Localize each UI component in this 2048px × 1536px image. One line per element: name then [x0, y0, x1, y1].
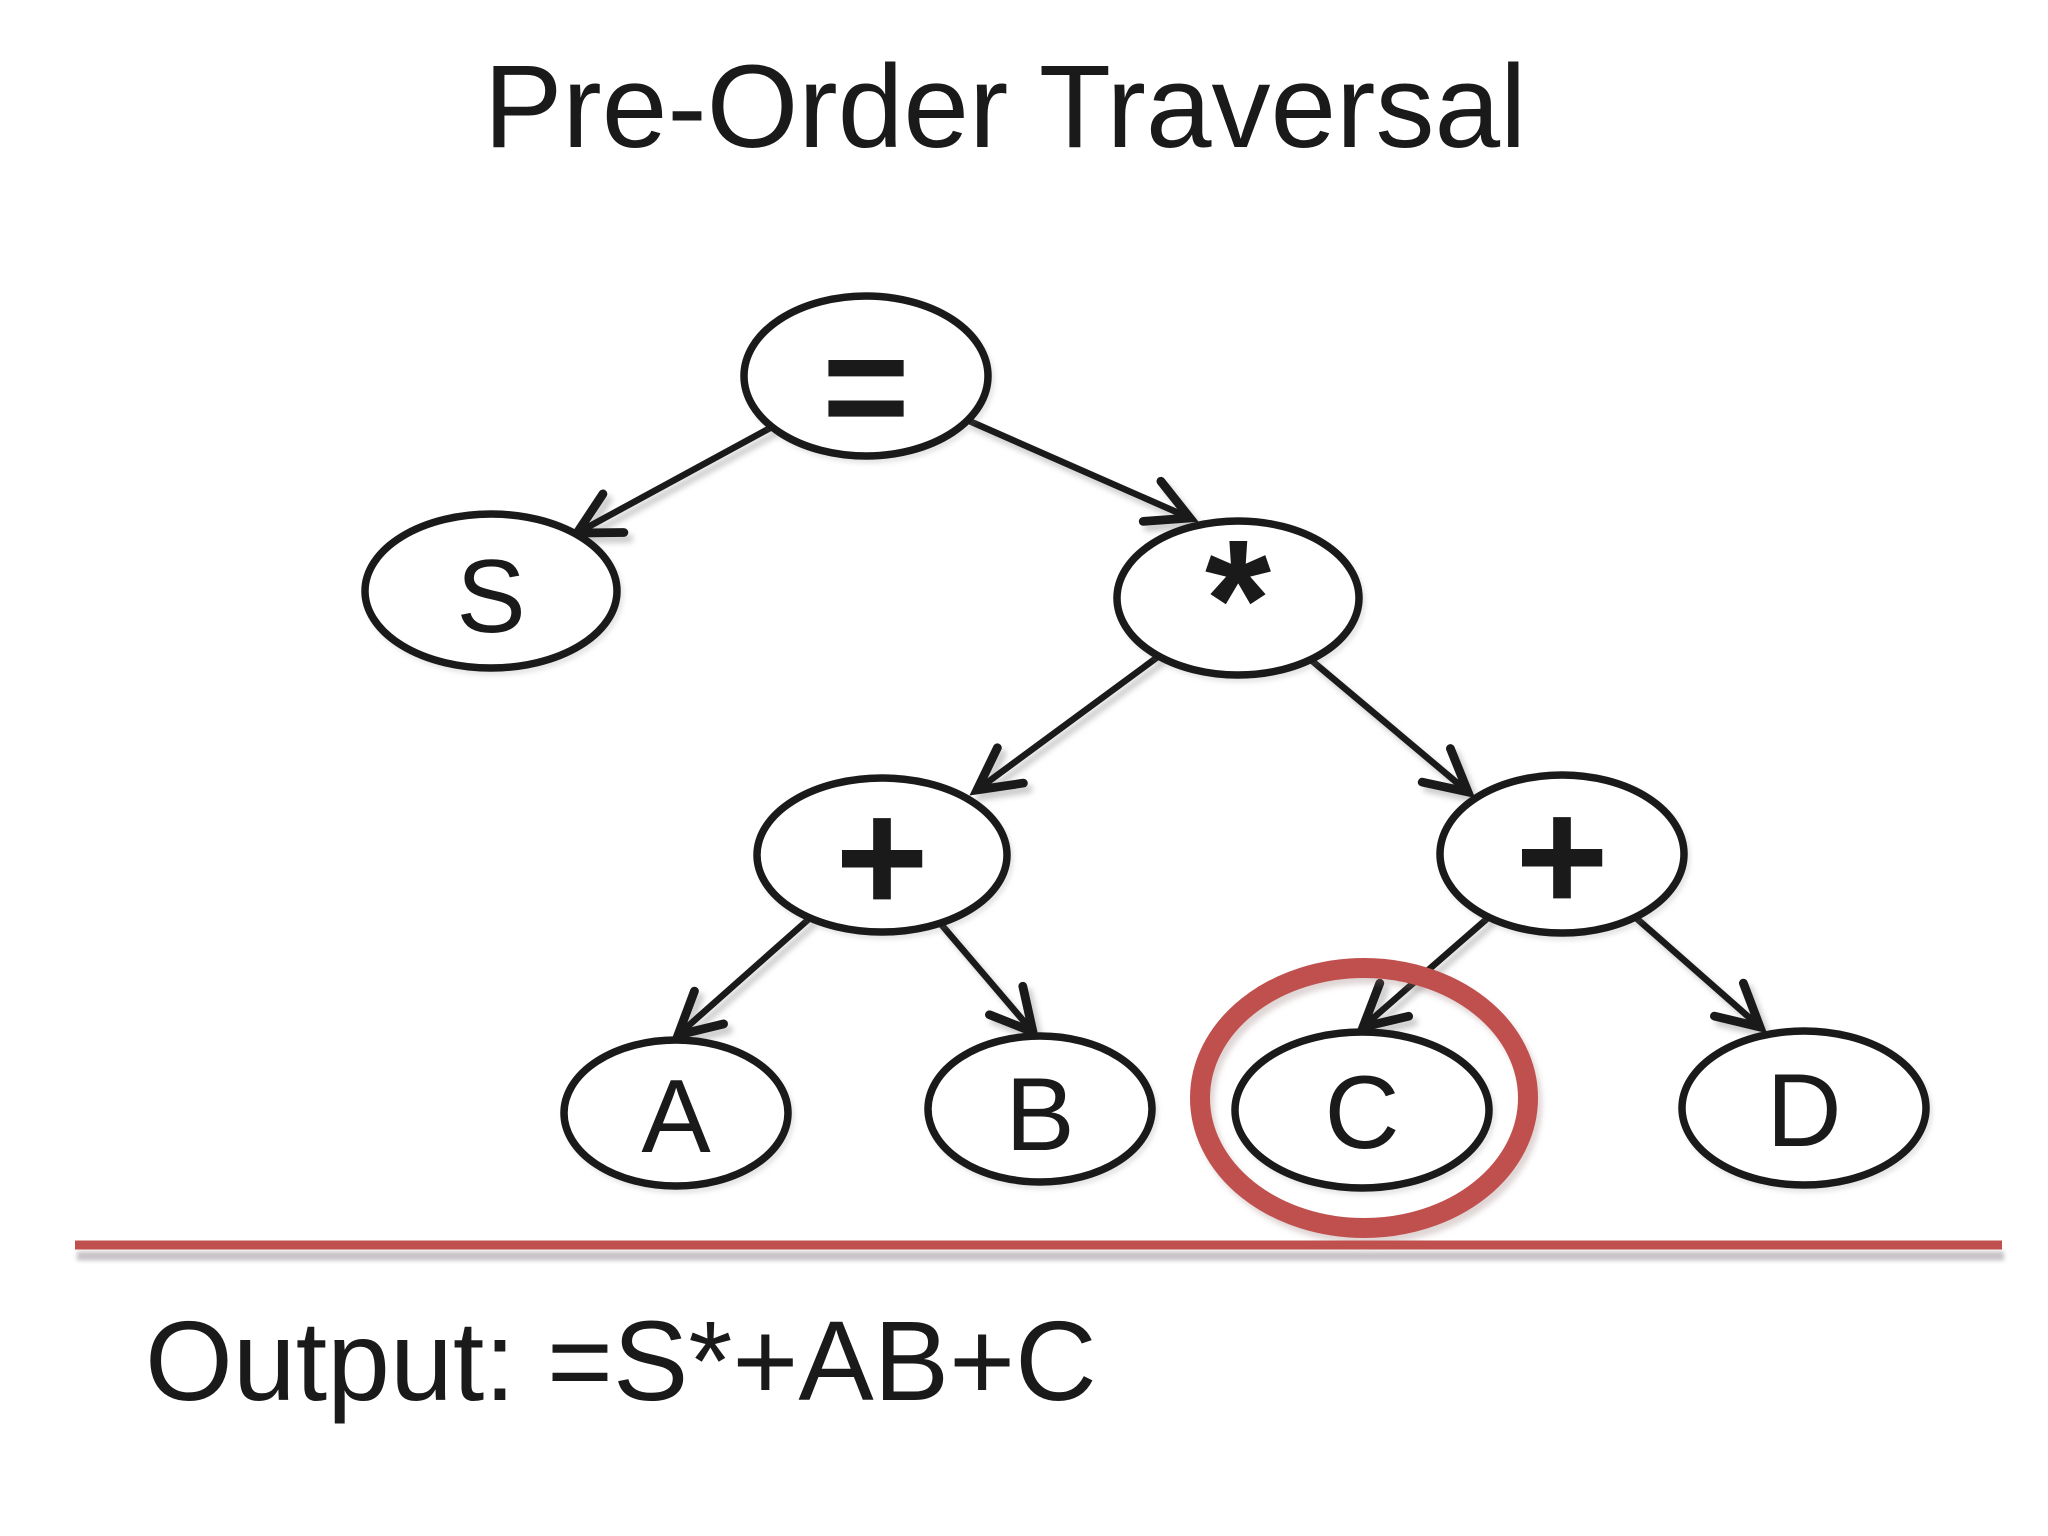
node-ellipse-plus-left [753, 774, 1011, 936]
node-ellipse-c [1231, 1028, 1493, 1192]
edge-multiply-plusright [1308, 657, 1476, 799]
tree-node-assign: = [740, 292, 992, 470]
edge-plusleft-a [670, 915, 813, 1042]
tree-node-c: C [1231, 1028, 1493, 1192]
node-ellipse-assign [740, 292, 992, 460]
edge-multiply-plusleft [969, 653, 1161, 796]
edge-assign-s [568, 424, 774, 538]
tree-node-a: A [560, 1036, 792, 1190]
tree-nodes: = S * + + A [361, 292, 1930, 1192]
node-ellipse-b [924, 1032, 1156, 1186]
node-label-c: C [1324, 1055, 1399, 1171]
node-ellipse-d [1678, 1027, 1930, 1189]
node-ellipse-multiply [1113, 517, 1363, 679]
node-label-b: B [1005, 1057, 1074, 1173]
tree-node-b: B [924, 1032, 1156, 1186]
tree-node-plus-right: + [1436, 766, 1688, 945]
highlight-ring-c [1190, 958, 1538, 1238]
tree-node-s: S [361, 510, 621, 672]
output-text: Output: =S*+AB+C [145, 1298, 1097, 1424]
tree-node-d: D [1678, 1027, 1930, 1189]
node-label-d: D [1766, 1053, 1841, 1169]
edge-plusright-d [1632, 914, 1768, 1034]
node-label-multiply: * [1205, 505, 1271, 695]
tree-node-multiply: * [1113, 505, 1363, 695]
node-label-assign: = [822, 302, 910, 470]
node-ellipse-s [361, 510, 621, 672]
node-label-a: A [641, 1059, 711, 1175]
node-ellipse-plus-right [1436, 771, 1688, 937]
node-label-plus-right: + [1515, 766, 1608, 945]
slide-title: Pre-Order Traversal [484, 41, 1527, 173]
tree-node-plus-left: + [753, 767, 1011, 946]
edge-assign-multiply [965, 417, 1199, 526]
node-label-plus-left: + [835, 767, 928, 946]
node-label-s: S [456, 539, 525, 655]
node-ellipse-a [560, 1036, 792, 1190]
tree-edges [568, 417, 1768, 1042]
edge-plusleft-b [937, 920, 1040, 1040]
